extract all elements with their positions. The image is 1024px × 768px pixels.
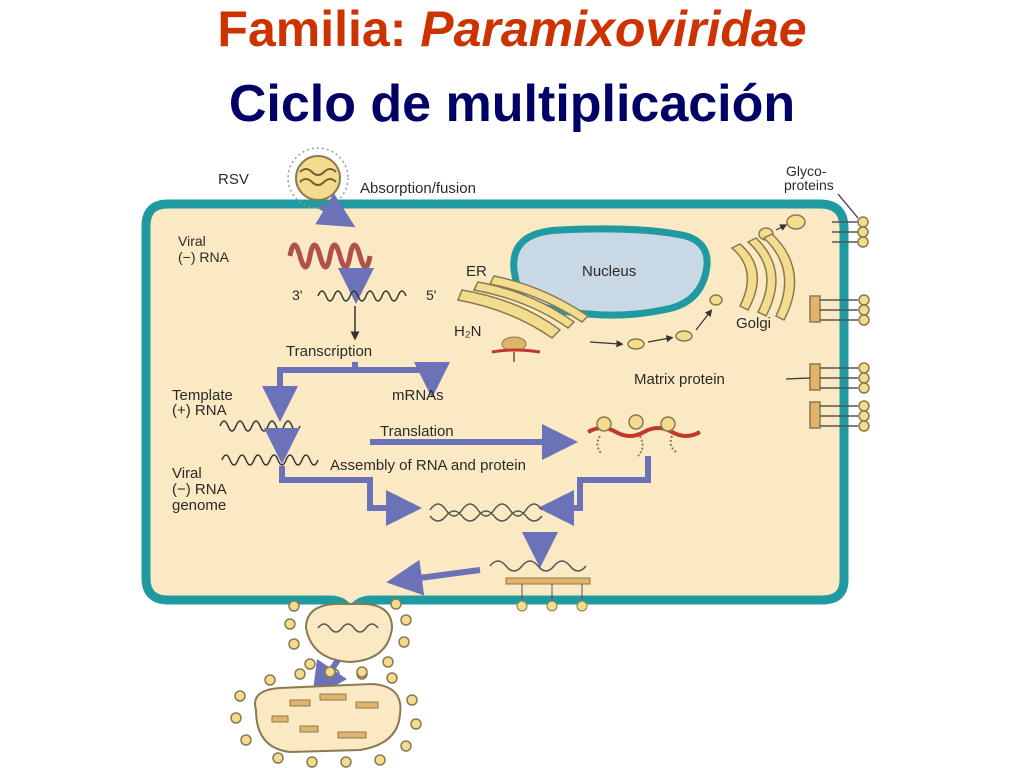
template-rna-strand (219, 420, 301, 432)
genome-label-2: (−) RNA (172, 481, 227, 498)
rsv-label: RSV (218, 171, 249, 188)
template-label-2: (+) RNA (172, 402, 227, 419)
translation-ribosomes (587, 414, 701, 457)
slide-title: Familia: Paramixoviridae (0, 0, 1024, 58)
assembly-label: Assembly of RNA and protein (330, 457, 526, 474)
genome-rna-strand (221, 454, 319, 466)
cell (141, 199, 849, 628)
five-prime-label: 5' (426, 287, 436, 303)
translation-label: Translation (380, 423, 454, 440)
rsv-virion (287, 147, 349, 209)
title-family-name: Paramixoviridae (420, 1, 807, 57)
transcription-label: Transcription (286, 343, 372, 360)
glyco-pointer (837, 193, 859, 219)
genome-label-1: Viral (172, 465, 202, 482)
viral-rna-coil (287, 242, 373, 270)
endoplasmic-reticulum (456, 275, 590, 339)
mrnas-label: mRNAs (392, 387, 444, 404)
nucleus (510, 225, 711, 319)
absorption-label: Absorption/fusion (360, 180, 476, 197)
title-prefix: Familia: (217, 1, 421, 57)
slide-subtitle: Ciclo de multiplicación (228, 75, 796, 133)
cell-membrane (141, 199, 849, 628)
rna-strand (317, 290, 407, 302)
glycoproteins-label-1: Glyco- (786, 163, 827, 179)
budding-virion (284, 598, 412, 680)
transcription-split-arrows (262, 362, 450, 422)
vesicle-arrows (589, 224, 788, 348)
er-label: ER (466, 263, 487, 280)
glycoproteins-label-2: proteins (784, 177, 834, 193)
released-virion (230, 666, 422, 768)
viral-rna-label-2: (−) RNA (178, 249, 230, 265)
viral-rna-label-1: Viral (178, 233, 206, 249)
matrix-pointer (785, 377, 811, 380)
golgi-apparatus (730, 233, 796, 322)
membrane-glycoproteins (809, 216, 870, 432)
nucleocapsid (429, 503, 543, 522)
matrix-protein-label: Matrix protein (634, 371, 725, 388)
template-label-1: Template (172, 387, 233, 404)
transport-vesicles (627, 214, 806, 350)
entry-arrow (315, 193, 356, 228)
budding-complex (489, 560, 591, 612)
nucleus-label: Nucleus (582, 263, 636, 280)
h2n-label: H₂N (454, 323, 482, 340)
er-ribosome (491, 336, 541, 362)
golgi-label: Golgi (736, 315, 771, 332)
genome-label-3: genome (172, 497, 226, 514)
assembly-arrows (279, 456, 651, 596)
three-prime-label: 3' (292, 287, 302, 303)
